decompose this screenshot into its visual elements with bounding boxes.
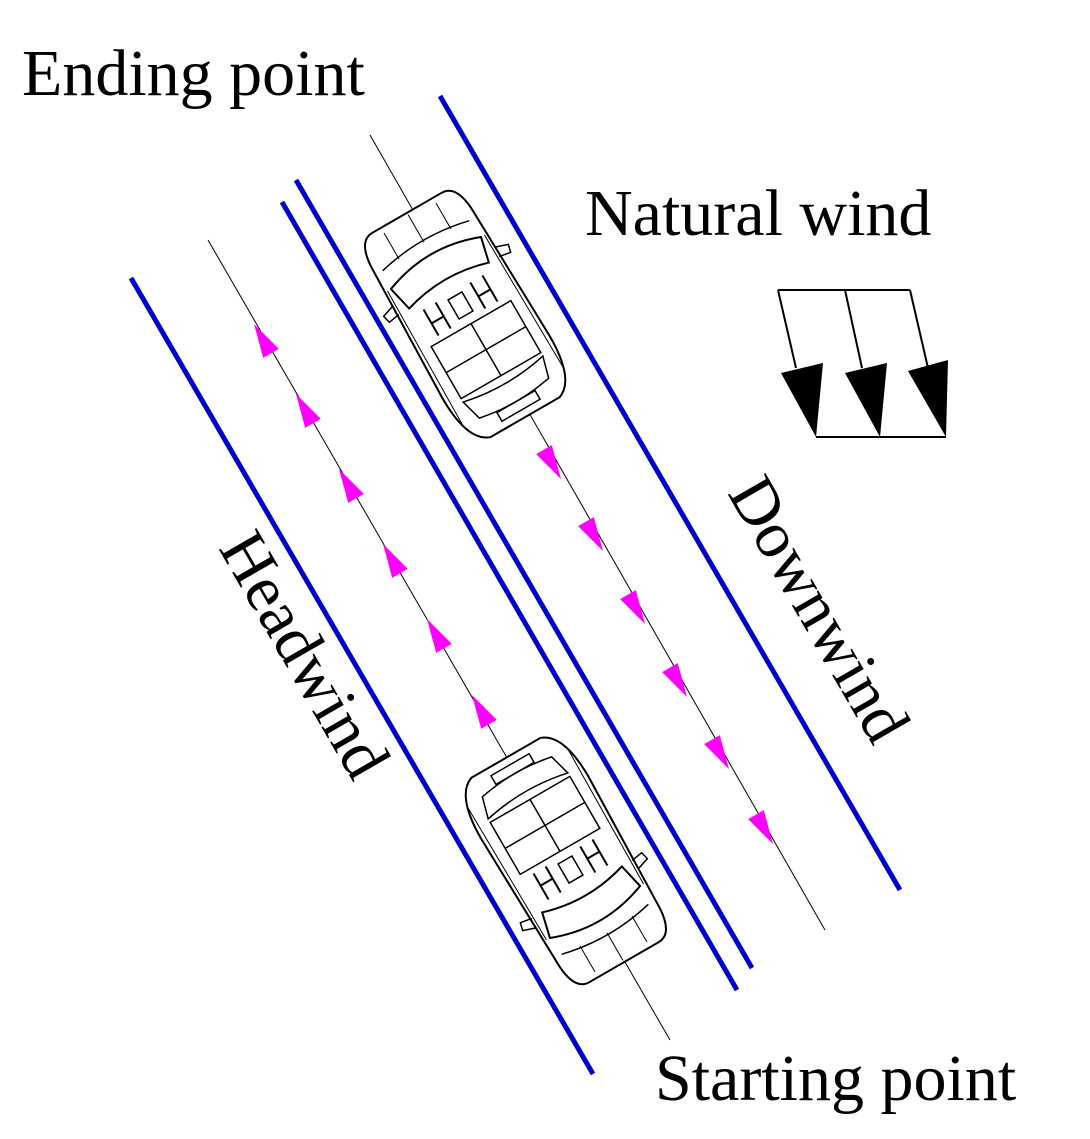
downwind-trajectory: [536, 445, 773, 845]
ending-point-label: Ending point: [22, 37, 365, 110]
headwind-label: Headwind: [205, 519, 404, 790]
car-icon: [343, 175, 589, 455]
trajectory-arrow-icon: [427, 618, 452, 653]
trajectory-arrow-icon: [472, 694, 497, 729]
trajectory-arrow-icon: [748, 810, 773, 845]
headwind-trajectory: [254, 323, 497, 729]
trajectory-arrow-icon: [536, 445, 561, 480]
natural-wind-label: Natural wind: [585, 177, 931, 250]
downwind-label: Downwind: [714, 464, 924, 755]
road-line-right-inner: [293, 178, 755, 970]
road-lines: [128, 94, 903, 1076]
trajectory-arrow-icon: [383, 543, 408, 578]
car-icon: [442, 720, 688, 1000]
trajectory-arrow-icon: [620, 590, 645, 625]
trajectory-arrow-icon: [578, 517, 603, 552]
road-line-right-outer: [437, 94, 903, 892]
trajectory-arrow-icon: [662, 663, 687, 698]
trajectory-arrow-icon: [254, 323, 279, 358]
starting-point-label: Starting point: [655, 1042, 1016, 1115]
trajectory-arrow-icon: [339, 468, 364, 503]
wind-arrow-icon: [777, 289, 948, 438]
road-line-left-inner: [279, 200, 740, 992]
trajectory-arrow-icon: [704, 735, 729, 770]
trajectory-arrow-icon: [296, 393, 321, 428]
road-line-left-outer: [128, 276, 596, 1076]
